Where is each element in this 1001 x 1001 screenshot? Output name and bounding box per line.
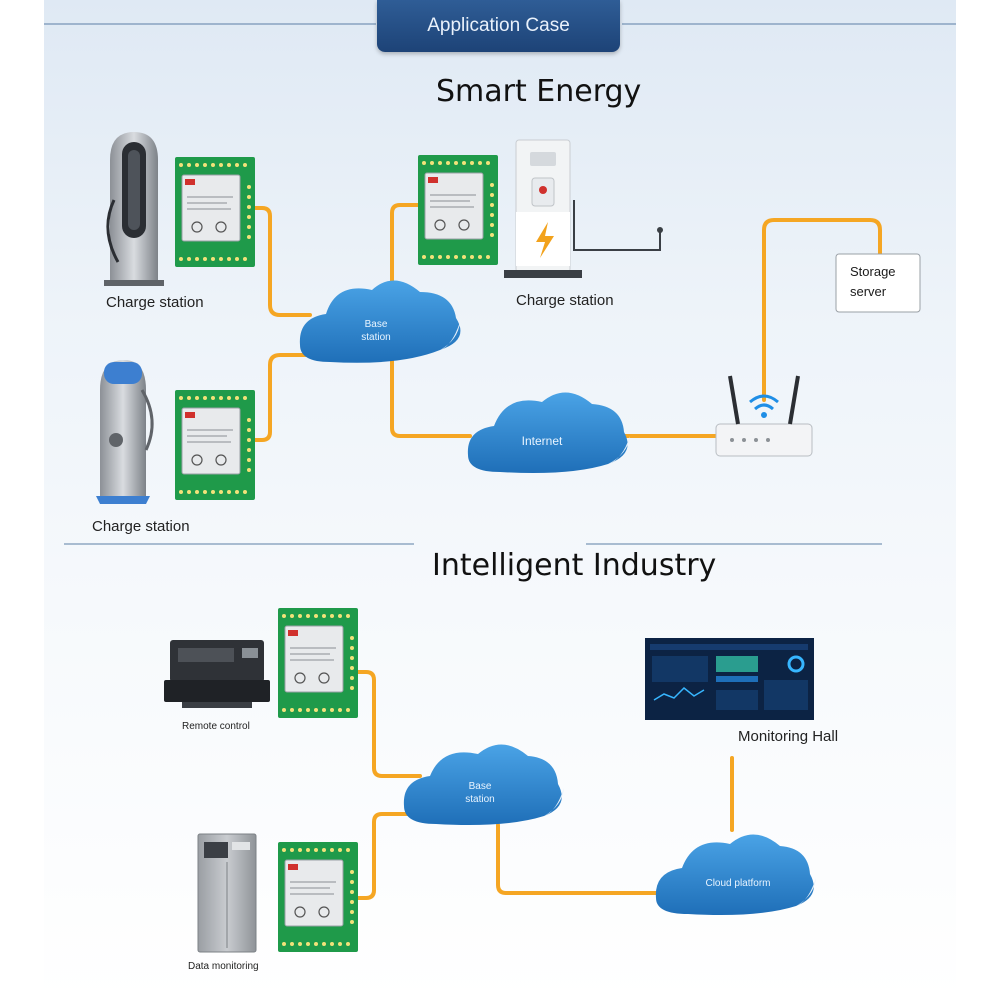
charge-station-3-device — [96, 360, 154, 504]
cloud-label-base-energy-line2: station — [361, 332, 391, 343]
monitoring-hall-screen — [645, 638, 814, 720]
cloud-platform — [655, 834, 816, 915]
storage-server-box — [835, 253, 921, 313]
intelligent-industry-heading: Intelligent Industry — [432, 548, 717, 583]
cloud-base-station-industry — [403, 744, 564, 825]
cloud-label-platform: Cloud platform — [705, 878, 771, 889]
cloud-label-base-industry-line1: Base — [468, 781, 492, 792]
module-board-5 — [278, 842, 358, 952]
application-case-banner: Application Case — [377, 0, 620, 52]
charge-station-1-device — [104, 132, 164, 286]
monitoring-hall-label: Monitoring Hall — [738, 728, 839, 745]
energy-links — [253, 203, 882, 442]
banner-title: Application Case — [427, 15, 570, 36]
remote-control-device — [164, 640, 270, 708]
industry-links — [356, 670, 734, 900]
cloud-base-station-energy — [299, 280, 461, 363]
module-board-1 — [175, 157, 255, 267]
cloud-label-base-industry-line2: station — [465, 794, 495, 805]
module-board-4 — [278, 608, 358, 718]
data-monitoring-device — [197, 833, 257, 953]
module-board-3 — [175, 390, 255, 500]
data-monitoring-label: Data monitoring — [188, 961, 259, 972]
remote-control-label: Remote control — [182, 721, 250, 732]
router-device — [715, 375, 813, 457]
storage-server-label-line2: server — [850, 284, 887, 299]
smart-energy-heading: Smart Energy — [436, 74, 642, 109]
section-dividers — [44, 23, 956, 545]
storage-server-label: Storage server — [850, 262, 896, 302]
storage-server-label-line1: Storage — [850, 264, 896, 279]
cloud-label-base-energy: Base station — [352, 318, 400, 344]
cloud-label-internet: Internet — [521, 434, 563, 448]
cloud-internet — [467, 392, 630, 473]
charge-station-label-1: Charge station — [106, 294, 204, 311]
charge-station-2-device — [504, 139, 663, 278]
cloud-label-base-industry: Base station — [456, 780, 504, 806]
charge-station-label-2: Charge station — [516, 292, 614, 309]
charge-station-label-3: Charge station — [92, 518, 190, 535]
module-board-2 — [418, 155, 498, 265]
cloud-label-base-energy-line1: Base — [364, 319, 388, 330]
